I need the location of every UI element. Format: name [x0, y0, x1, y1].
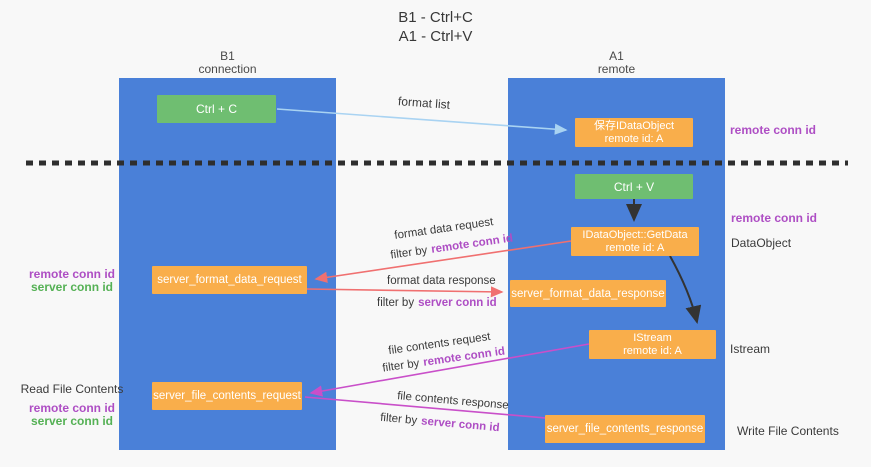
- title-line-2: A1 - Ctrl+V: [398, 28, 473, 45]
- write-file-contents-label: Write File Contents: [737, 424, 839, 438]
- read-file-contents-label: Read File Contents: [20, 382, 124, 396]
- filter-by-text: filter by: [389, 244, 429, 262]
- server-conn-id-text: server conn id: [418, 297, 497, 309]
- remote-conn-id-right-mid: remote conn id: [731, 211, 818, 225]
- server-format-data-response-label: server_format_data_response: [511, 287, 665, 300]
- lane-header-b1: B1 connection: [119, 50, 336, 76]
- lane-b1-title: B1: [220, 49, 235, 63]
- lane-a1-title: A1: [609, 49, 624, 63]
- server-file-contents-response-label: server_file_contents_response: [546, 423, 704, 435]
- server-conn-id-left-bottom: server conn id: [30, 414, 114, 428]
- left-conn-id-block-mid: remote conn id server conn id: [18, 268, 126, 294]
- save-idataobject-line1: 保存IDataObject: [593, 119, 675, 132]
- istream-side-label: Istream: [730, 342, 771, 356]
- lane-header-a1: A1 remote: [508, 50, 725, 76]
- ctrl-c-label: Ctrl + C: [195, 102, 237, 116]
- node-server-format-data-request: server_format_data_request: [152, 266, 307, 294]
- dataobject-label: DataObject: [731, 236, 792, 250]
- server-conn-id-left-mid: server conn id: [30, 280, 114, 294]
- filter-by-text: filter by: [381, 357, 421, 375]
- filter-by-text: filter by: [379, 411, 418, 427]
- format-data-response-label: format data response: [387, 275, 496, 287]
- node-server-file-contents-request: server_file_contents_request: [152, 382, 302, 410]
- remote-conn-id-right-top: remote conn id: [730, 123, 817, 137]
- remote-conn-id-left-bottom: remote conn id: [28, 401, 115, 415]
- lane-a1-subtitle: remote: [597, 62, 636, 76]
- remote-conn-id-text: remote conn id: [430, 232, 514, 256]
- filter-by-text: filter by: [377, 297, 415, 309]
- node-istream: IStream remote id: A: [589, 330, 716, 359]
- remote-conn-id-left-mid: remote conn id: [28, 267, 115, 281]
- node-server-format-data-response: server_format_data_response: [510, 280, 666, 307]
- server-conn-id-text: server conn id: [420, 415, 500, 435]
- getdata-line1: IDataObject::GetData: [582, 228, 688, 241]
- server-format-data-request-label: server_format_data_request: [157, 274, 302, 286]
- diagram-title: B1 - Ctrl+C A1 - Ctrl+V: [0, 8, 871, 46]
- format-list-label: format list: [397, 94, 451, 112]
- save-idataobject-line2: remote id: A: [604, 132, 664, 145]
- getdata-line2: remote id: A: [605, 241, 665, 254]
- node-server-file-contents-response: server_file_contents_response: [545, 415, 705, 443]
- node-ctrl-c: Ctrl + C: [157, 95, 276, 123]
- ctrl-v-label: Ctrl + V: [613, 179, 655, 194]
- node-save-idataobject: 保存IDataObject remote id: A: [575, 118, 693, 147]
- server-file-contents-request-label: server_file_contents_request: [153, 390, 301, 402]
- title-line-1: B1 - Ctrl+C: [398, 9, 473, 26]
- lane-b1-subtitle: connection: [198, 62, 257, 76]
- istream-line1: IStream: [633, 331, 672, 344]
- file-contents-response-label: file contents response: [396, 390, 510, 412]
- node-ctrl-v: Ctrl + V: [575, 174, 693, 199]
- istream-line2: remote id: A: [623, 344, 682, 357]
- format-data-response-arrow: [306, 286, 504, 298]
- read-file-contents-block: Read File Contents remote conn id server…: [18, 383, 126, 428]
- node-idataobject-getdata: IDataObject::GetData remote id: A: [571, 227, 699, 256]
